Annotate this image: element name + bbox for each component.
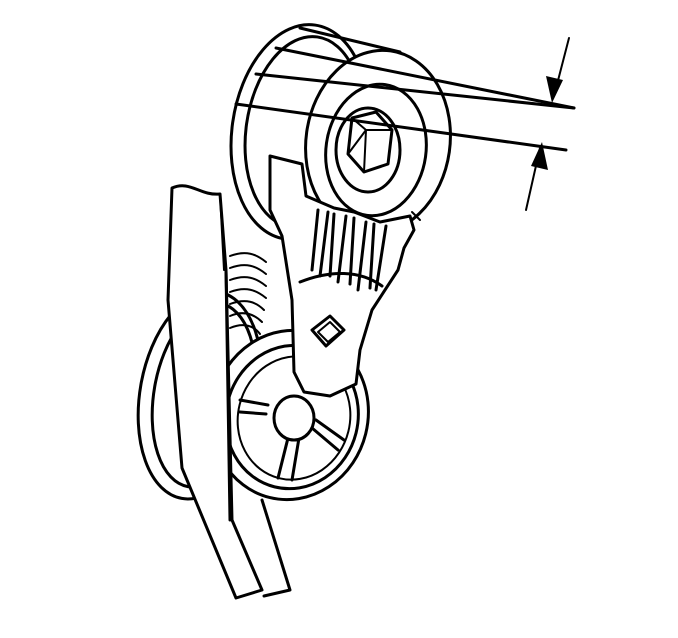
tensioner-arm	[268, 154, 421, 398]
measurement-arrows	[525, 37, 570, 211]
belt-ribs	[229, 252, 267, 335]
square-drive	[310, 314, 346, 348]
drive-belt-upper	[234, 46, 576, 152]
hex-bolt	[346, 110, 394, 174]
drive-belt	[166, 184, 292, 600]
